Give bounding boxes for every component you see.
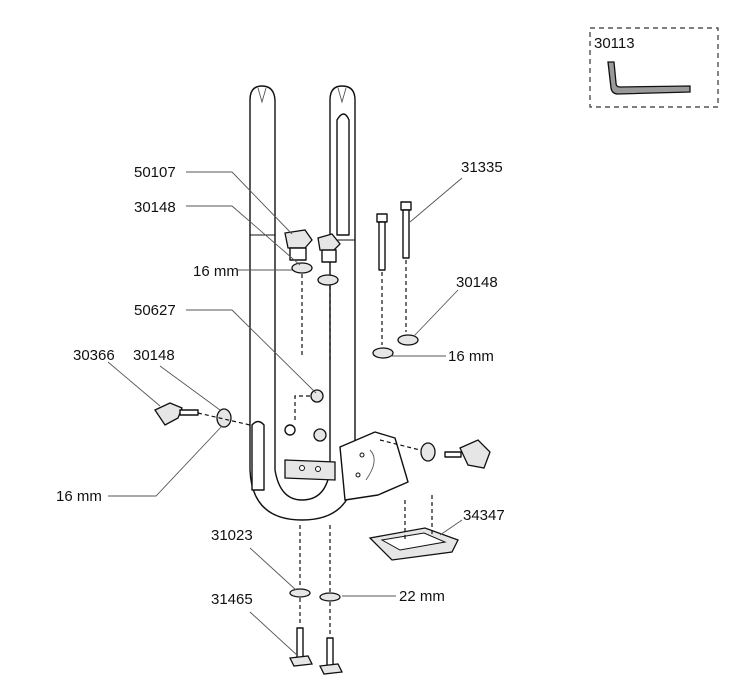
bottom-hardware	[289, 525, 343, 675]
label-22mm: 22 mm	[399, 588, 445, 605]
label-30366: 30366	[73, 347, 115, 364]
hex-key-icon	[607, 61, 691, 95]
label-16mm-right: 16 mm	[448, 348, 494, 365]
label-30148-right: 30148	[456, 274, 498, 291]
label-16mm-left: 16 mm	[56, 488, 102, 505]
label-31023: 31023	[211, 527, 253, 544]
label-16mm-top: 16 mm	[193, 263, 239, 280]
right-knob	[379, 439, 491, 469]
label-30148-left: 30148	[133, 347, 175, 364]
hex-key-box: 30113	[589, 27, 719, 108]
label-31465: 31465	[211, 591, 253, 608]
frame	[249, 85, 409, 521]
label-30113: 30113	[594, 35, 635, 52]
left-knob	[154, 402, 251, 428]
bolts	[372, 201, 419, 359]
label-34347: 34347	[463, 507, 505, 524]
label-50107: 50107	[134, 164, 176, 181]
foot-pad	[368, 495, 459, 561]
nut-icon	[313, 428, 327, 442]
label-50627: 50627	[134, 302, 176, 319]
nut-icon	[310, 389, 324, 403]
leader-lines	[107, 171, 463, 657]
label-31335: 31335	[461, 159, 503, 176]
label-30148-top: 30148	[134, 199, 176, 216]
top-knobs	[284, 229, 341, 362]
